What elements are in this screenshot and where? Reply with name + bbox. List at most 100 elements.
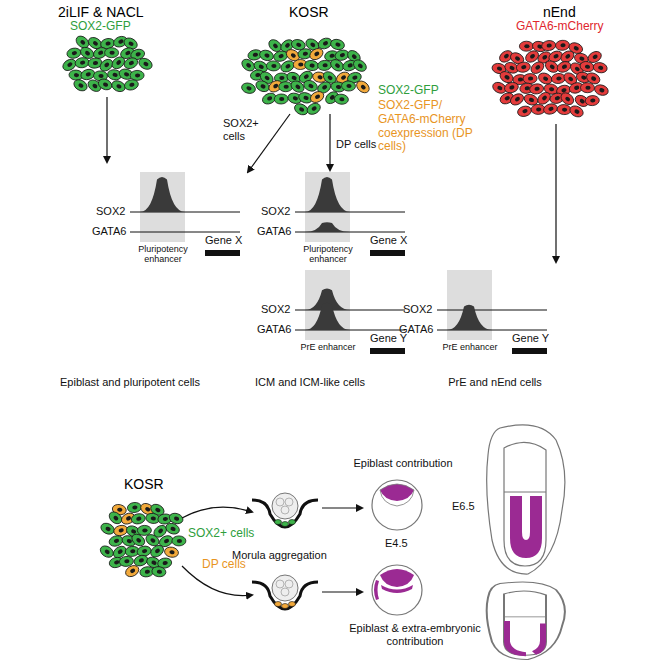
- reporter-label: SOX2-GFP: [378, 84, 439, 98]
- cell-nucleus: [144, 506, 150, 512]
- cell-body: [108, 534, 124, 548]
- cell-body: [74, 57, 89, 69]
- cell-nucleus: [529, 53, 536, 59]
- cell-nucleus: [541, 95, 548, 101]
- cell: [289, 79, 306, 95]
- cell-nucleus: [592, 54, 598, 60]
- cell-body: [580, 83, 594, 93]
- cell: [119, 556, 134, 567]
- cell: [66, 47, 82, 59]
- cell-body: [556, 60, 573, 75]
- cell-nucleus: [598, 65, 604, 70]
- cell-nucleus: [573, 45, 579, 51]
- cell-nucleus: [321, 84, 328, 90]
- reporter-label: GATA6-mCherry: [516, 20, 604, 34]
- cell-nucleus: [163, 538, 169, 544]
- cell: [254, 79, 271, 94]
- cell-nucleus: [590, 98, 596, 102]
- arrow: [329, 114, 330, 170]
- egg-cylinder-embryo: [487, 582, 565, 660]
- cell-nucleus: [143, 61, 149, 67]
- cell-body: [568, 104, 585, 119]
- cell-nucleus: [360, 84, 367, 90]
- cell-nucleus: [154, 548, 161, 554]
- enhancer-shade: [447, 270, 492, 340]
- cell-body: [137, 525, 151, 535]
- cell-nucleus: [258, 64, 264, 70]
- cell-body: [541, 40, 556, 52]
- cell: [519, 41, 533, 51]
- cell-nucleus: [298, 62, 303, 66]
- cell-nucleus: [560, 43, 566, 47]
- cell-body: [542, 102, 558, 115]
- cell-nucleus: [309, 63, 315, 68]
- gene-bar: [205, 250, 240, 256]
- cell-nucleus: [553, 53, 559, 59]
- cell-nucleus: [303, 95, 309, 100]
- cell-body: [557, 104, 572, 115]
- cell: [130, 512, 146, 525]
- track-label: SOX2: [261, 205, 290, 218]
- aggregation-well: [252, 575, 318, 609]
- cell-nucleus: [125, 50, 131, 56]
- cell-nucleus: [565, 53, 572, 59]
- cell-nucleus: [266, 96, 272, 102]
- cell-nucleus: [347, 63, 353, 68]
- cell-nucleus: [252, 52, 258, 57]
- cell-nucleus: [535, 64, 542, 70]
- cell-nucleus: [546, 43, 552, 48]
- cell-nucleus: [579, 56, 585, 61]
- cell-nucleus: [556, 76, 562, 81]
- arrow: [322, 591, 362, 592]
- cell-nucleus: [574, 66, 581, 72]
- cell: [317, 60, 332, 71]
- cell-nucleus: [128, 60, 134, 66]
- cell: [523, 73, 537, 83]
- cell-nucleus: [255, 73, 261, 78]
- cell-clusters: [61, 34, 610, 579]
- cell-nucleus: [129, 568, 135, 574]
- cell-nucleus: [157, 569, 163, 574]
- cell: [508, 92, 525, 108]
- cell-nucleus: [264, 53, 270, 58]
- cell-nucleus: [284, 85, 289, 89]
- blastocyst: [372, 565, 422, 615]
- cell-body: [164, 546, 180, 558]
- cell-nucleus: [169, 550, 175, 555]
- cell-nucleus: [130, 549, 136, 554]
- cell-nucleus: [284, 42, 291, 48]
- cell-nucleus: [497, 85, 503, 91]
- cell-body: [137, 56, 154, 71]
- cell-nucleus: [340, 74, 347, 80]
- cell-body: [329, 38, 345, 51]
- cell: [105, 48, 119, 58]
- cell: [130, 70, 144, 80]
- cell-body: [308, 46, 325, 62]
- cell-nucleus: [322, 40, 328, 46]
- cell-nucleus: [92, 83, 99, 89]
- cell-nucleus: [522, 109, 528, 114]
- cell-nucleus: [105, 526, 111, 532]
- cell-nucleus: [260, 83, 266, 89]
- cell-nucleus: [279, 97, 284, 101]
- cell-nucleus: [322, 63, 328, 67]
- cell-nucleus: [173, 516, 179, 521]
- cell-nucleus: [84, 50, 91, 56]
- signal-peak: [305, 177, 350, 212]
- cell: [529, 83, 544, 95]
- track-label: SOX2: [261, 303, 290, 316]
- column-heading: nEnd: [543, 4, 576, 20]
- enhancer-shade: [305, 270, 350, 340]
- cell: [279, 82, 293, 92]
- panel-label: Epiblast contribution: [343, 457, 463, 470]
- cell: [137, 56, 154, 71]
- cell-body: [123, 56, 140, 71]
- cell-nucleus: [110, 51, 115, 55]
- cell: [240, 81, 256, 94]
- cell-nucleus: [113, 515, 120, 521]
- cell-nucleus: [246, 86, 252, 91]
- cell-nucleus: [150, 516, 156, 521]
- cell-nucleus: [561, 64, 567, 70]
- cell: [341, 81, 356, 92]
